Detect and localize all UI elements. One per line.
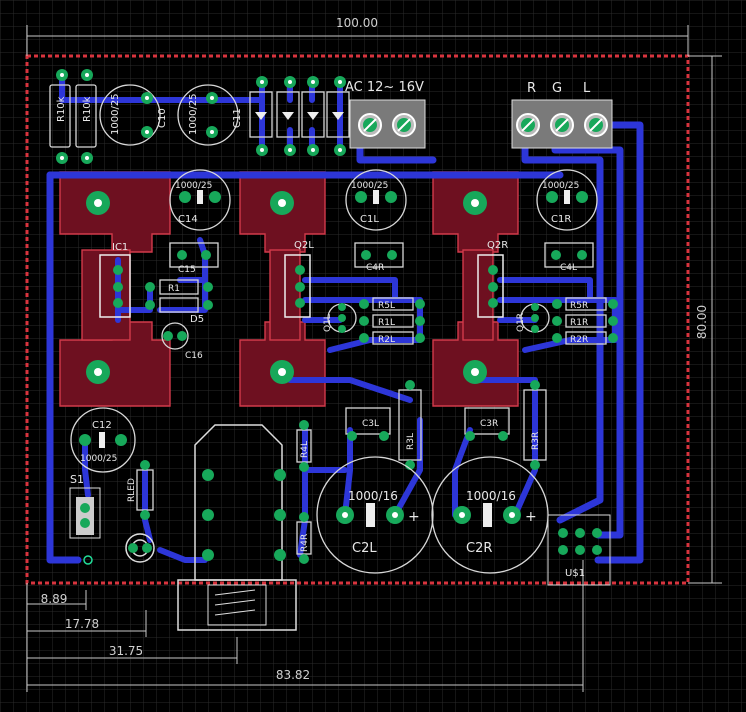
svg-text:R1R: R1R — [570, 318, 588, 328]
diode-bridge — [249, 76, 350, 156]
heatsink-pads — [86, 191, 487, 384]
dim-bottom-3: 31.75 — [109, 644, 143, 658]
svg-text:C15: C15 — [178, 265, 196, 275]
svg-text:1000/16: 1000/16 — [348, 489, 398, 503]
r-top-left-2-label: R10k — [82, 96, 93, 122]
svg-text:Q2R: Q2R — [487, 240, 508, 251]
cap-c4r: C4R — [354, 242, 404, 273]
cap-c2l: 1000/16 + C2L — [316, 456, 434, 574]
svg-text:1000/25: 1000/25 — [542, 181, 579, 191]
svg-text:R2R: R2R — [570, 335, 588, 345]
r1-d5-c16: R1 D5 C16 — [145, 279, 213, 361]
svg-text:Q2L: Q2L — [294, 240, 314, 251]
dim-bottom-4: 83.82 — [276, 668, 310, 682]
svg-text:1000/25: 1000/25 — [175, 181, 212, 191]
svg-text:+: + — [525, 509, 537, 525]
svg-text:R1: R1 — [168, 284, 180, 294]
cap-c11: 1000/25 C11 — [177, 84, 243, 146]
cap-c1r: 1000/25 C1R — [536, 169, 598, 231]
dim-bottom-2: 17.78 — [65, 617, 99, 631]
pin-label-l: L — [583, 81, 591, 96]
svg-text:1000/25: 1000/25 — [110, 93, 121, 135]
svg-text:C3L: C3L — [362, 419, 379, 429]
svg-text:C3R: C3R — [480, 419, 498, 429]
svg-text:C4R: C4R — [366, 263, 384, 273]
board-outline — [25, 54, 690, 585]
svg-text:C12: C12 — [92, 420, 112, 431]
svg-text:C2R: C2R — [466, 541, 492, 556]
svg-text:R4R: R4R — [300, 534, 310, 552]
q2r: Q2R — [477, 240, 508, 318]
svg-text:R5L: R5L — [378, 301, 395, 311]
ic1: IC1 — [99, 242, 131, 318]
q1r: Q1R — [516, 303, 550, 333]
resistor-r3r: R3R — [523, 380, 547, 470]
svg-text:D5: D5 — [190, 314, 204, 325]
cap-c14: 1000/25 C14 — [169, 169, 231, 231]
svg-text:C2L: C2L — [352, 541, 377, 556]
svg-text:R3R: R3R — [531, 432, 541, 450]
svg-text:C1L: C1L — [360, 214, 379, 225]
dimension-bottom: 8.89 17.78 31.75 83.82 — [26, 560, 584, 692]
cap-c3l: C3L — [345, 407, 391, 441]
svg-text:C14: C14 — [178, 214, 198, 225]
q1l: Q1L — [323, 303, 357, 333]
svg-text:S1: S1 — [70, 473, 84, 486]
svg-text:C11: C11 — [232, 108, 243, 128]
svg-text:R1L: R1L — [378, 318, 395, 328]
svg-text:R2L: R2L — [378, 335, 395, 345]
svg-text:C4L: C4L — [560, 263, 577, 273]
svg-text:C10: C10 — [157, 108, 168, 128]
resistor-r3l: R3L — [398, 380, 422, 470]
dim-width-label: 100.00 — [336, 16, 378, 30]
cap-c1l: 1000/25 C1L — [345, 169, 407, 231]
cap-c2r: 1000/16 + C2R — [431, 456, 549, 574]
dimension-top: 100.00 — [26, 16, 689, 56]
svg-text:R4L: R4L — [300, 441, 310, 458]
resistors-top-left: R10k R10k — [49, 69, 97, 164]
resistor-stack-left: R5L R1L R2L — [359, 297, 425, 345]
r-top-left-1-label: R10k — [56, 96, 67, 122]
resistors-r4: R4L R4R — [296, 420, 312, 564]
pin-label-g: G — [552, 81, 562, 96]
svg-text:1000/16: 1000/16 — [466, 489, 516, 503]
dimension-right: 80.00 — [688, 55, 722, 584]
svg-text:C16: C16 — [185, 351, 203, 361]
svg-text:+: + — [408, 509, 420, 525]
led-rled: RLED — [125, 460, 155, 563]
svg-text:1000/25: 1000/25 — [351, 181, 388, 191]
svg-text:R3L: R3L — [406, 433, 416, 450]
svg-text:IC1: IC1 — [112, 242, 128, 253]
svg-text:C1R: C1R — [551, 214, 571, 225]
output-connector: R G L — [511, 81, 613, 149]
cap-c15: C15 — [169, 242, 219, 275]
pin-label-r: R — [527, 81, 536, 96]
svg-text:R5R: R5R — [570, 301, 588, 311]
svg-text:1000/25: 1000/25 — [188, 93, 199, 135]
cap-c3r: C3R — [464, 407, 510, 441]
ac-connector: AC 12~ 16V — [345, 80, 426, 149]
svg-text:RLED: RLED — [127, 478, 137, 502]
svg-text:U$1: U$1 — [565, 568, 585, 579]
power-jack — [177, 424, 297, 631]
ac-label: AC 12~ 16V — [345, 80, 424, 95]
cap-c10: 1000/25 C10 — [99, 84, 168, 146]
svg-text:Q1L: Q1L — [323, 314, 333, 332]
svg-text:1000/25: 1000/25 — [80, 454, 117, 464]
dim-bottom-1: 8.89 — [41, 592, 68, 606]
svg-text:Q1R: Q1R — [516, 313, 526, 332]
switch-s1: S1 — [69, 473, 101, 565]
header-u1: U$1 — [547, 514, 611, 586]
cap-c12: C12 1000/25 — [70, 407, 136, 473]
dim-height-label: 80.00 — [695, 305, 709, 339]
resistor-stack-right: R5R R1R R2R — [552, 297, 618, 345]
cap-c4l: C4L — [544, 242, 594, 273]
q2l: Q2L — [284, 240, 314, 318]
